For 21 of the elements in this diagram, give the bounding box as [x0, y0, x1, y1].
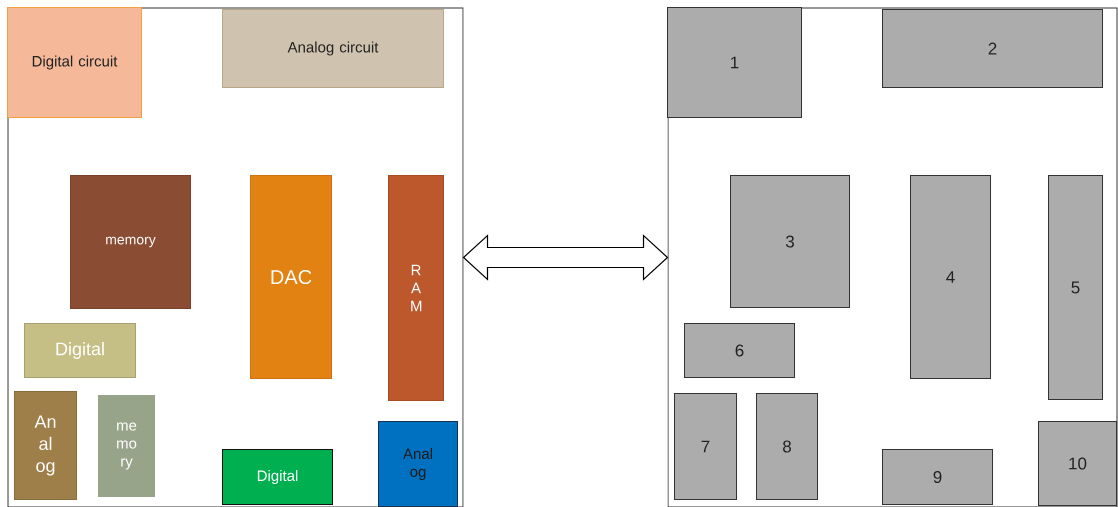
block-box: 8 — [756, 393, 818, 500]
double-arrow — [462, 234, 669, 281]
block-box: 5 — [1048, 175, 1103, 400]
block-box: me mo ry — [98, 395, 155, 497]
block-box: Digital — [24, 323, 136, 378]
block-box: 10 — [1038, 421, 1117, 506]
block-box: Analog circuit — [222, 9, 444, 88]
block-box: Anal og — [378, 421, 458, 507]
block-box: memory — [70, 175, 191, 309]
block-box: R A M — [388, 175, 444, 401]
block-box: 6 — [684, 323, 795, 378]
block-box: 2 — [882, 9, 1103, 88]
block-box: 3 — [730, 175, 850, 308]
block-box: 4 — [910, 175, 991, 379]
block-box: Digital — [222, 449, 333, 505]
block-box: 1 — [667, 7, 802, 118]
block-box: DAC — [250, 175, 332, 379]
block-box: Digital circuit — [7, 7, 142, 118]
block-box: An al og — [14, 391, 77, 500]
block-box: 7 — [674, 393, 737, 500]
block-box: 9 — [882, 449, 993, 505]
